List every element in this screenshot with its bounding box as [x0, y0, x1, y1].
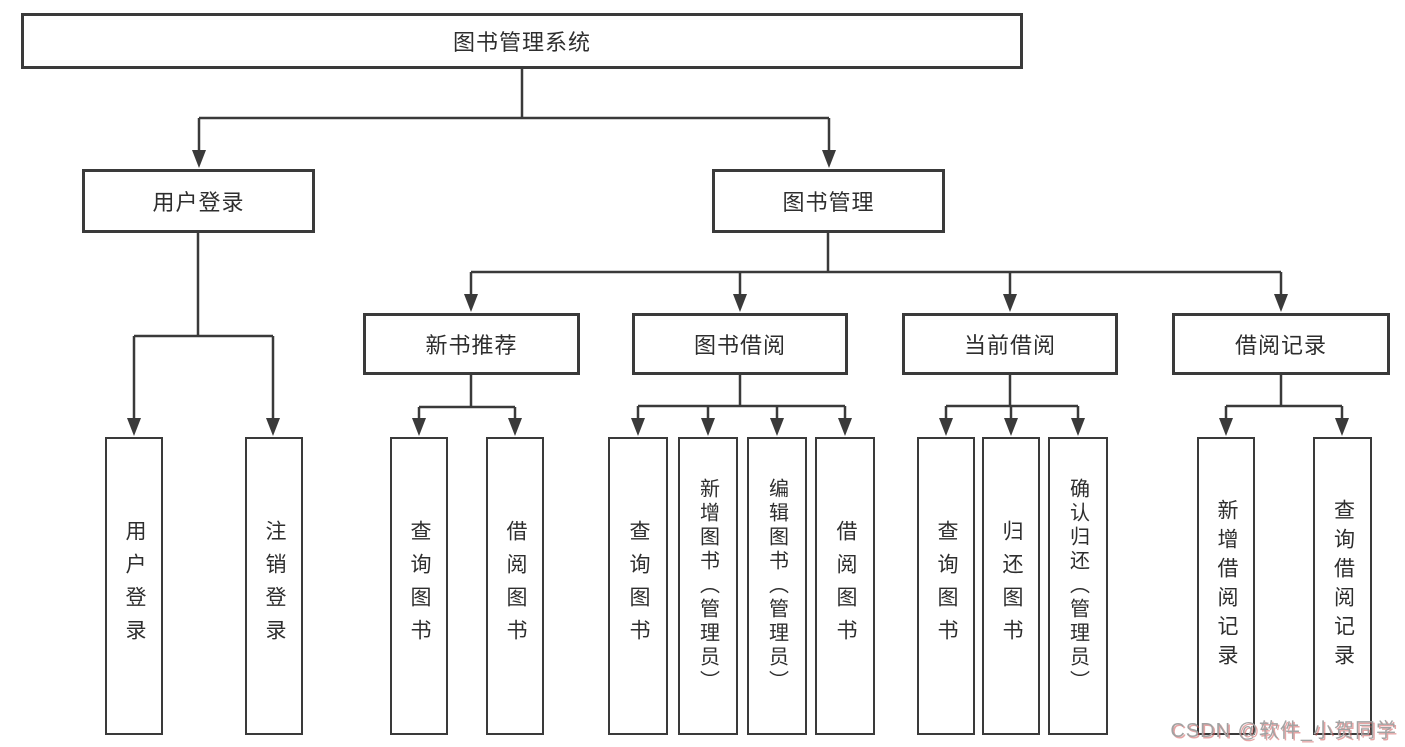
connector-book-management — [469, 233, 1283, 296]
leaf-cb-return-books: 归还图书 — [982, 437, 1040, 735]
leaf-user-login: 用户登录 — [105, 437, 163, 735]
leaf-logout-label: 注销登录 — [263, 520, 286, 652]
node-borrow-records-label: 借阅记录 — [1234, 333, 1327, 358]
connector-new-book-recommend — [417, 375, 517, 420]
leaf-bb-edit-books-admin: 编辑图书（管理员） — [747, 437, 807, 735]
node-new-book-recommend: 新书推荐 — [363, 313, 580, 375]
leaf-nb-query-books: 查询图书 — [390, 437, 448, 735]
leaf-bb-borrow-books: 借阅图书 — [815, 437, 875, 735]
leaf-cb-confirm-return-admin: 确认归还（管理员） — [1048, 437, 1108, 735]
leaf-bb-add-books-admin: 新增图书（管理员） — [678, 437, 738, 735]
leaf-bb-query-books: 查询图书 — [608, 437, 668, 735]
node-new-book-recommend-label: 新书推荐 — [425, 333, 518, 358]
connector-root — [197, 69, 831, 152]
node-user-login-label: 用户登录 — [152, 190, 245, 215]
leaf-cb-query-books-label: 查询图书 — [935, 520, 958, 652]
connector-user-login — [132, 233, 275, 420]
node-book-management: 图书管理 — [712, 169, 945, 233]
connector-borrow-records — [1224, 375, 1344, 420]
arrowheads — [127, 150, 1349, 436]
leaf-nb-query-books-label: 查询图书 — [408, 520, 431, 652]
leaf-cb-return-books-label: 归还图书 — [1000, 520, 1023, 652]
node-current-borrow-label: 当前借阅 — [963, 333, 1056, 358]
leaf-bb-edit-books-admin-label: 编辑图书（管理员） — [765, 478, 788, 694]
csdn-watermark: CSDN @软件_小贺同学 — [1170, 720, 1397, 742]
leaf-br-query-record: 查询借阅记录 — [1313, 437, 1372, 735]
leaf-bb-add-books-admin-label: 新增图书（管理员） — [696, 478, 719, 694]
node-borrow-records: 借阅记录 — [1172, 313, 1390, 375]
node-current-borrow: 当前借阅 — [902, 313, 1118, 375]
node-root: 图书管理系统 — [21, 13, 1023, 69]
leaf-cb-confirm-return-admin-label: 确认归还（管理员） — [1066, 478, 1089, 694]
connector-current-borrow — [944, 375, 1080, 420]
leaf-bb-borrow-books-label: 借阅图书 — [834, 520, 857, 652]
connector-book-borrow — [636, 375, 847, 420]
leaf-br-add-record: 新增借阅记录 — [1197, 437, 1255, 735]
node-root-label: 图书管理系统 — [452, 30, 591, 55]
node-book-borrow-label: 图书借阅 — [693, 333, 786, 358]
leaf-nb-borrow-books: 借阅图书 — [486, 437, 544, 735]
leaf-br-query-record-label: 查询借阅记录 — [1331, 499, 1355, 673]
leaf-bb-query-books-label: 查询图书 — [627, 520, 650, 652]
leaf-user-login-label: 用户登录 — [123, 520, 146, 652]
node-book-management-label: 图书管理 — [782, 190, 875, 215]
node-book-borrow: 图书借阅 — [632, 313, 848, 375]
node-user-login: 用户登录 — [82, 169, 315, 233]
leaf-cb-query-books: 查询图书 — [917, 437, 975, 735]
leaf-logout: 注销登录 — [245, 437, 303, 735]
leaf-nb-borrow-books-label: 借阅图书 — [504, 520, 527, 652]
leaf-br-add-record-label: 新增借阅记录 — [1215, 499, 1238, 673]
